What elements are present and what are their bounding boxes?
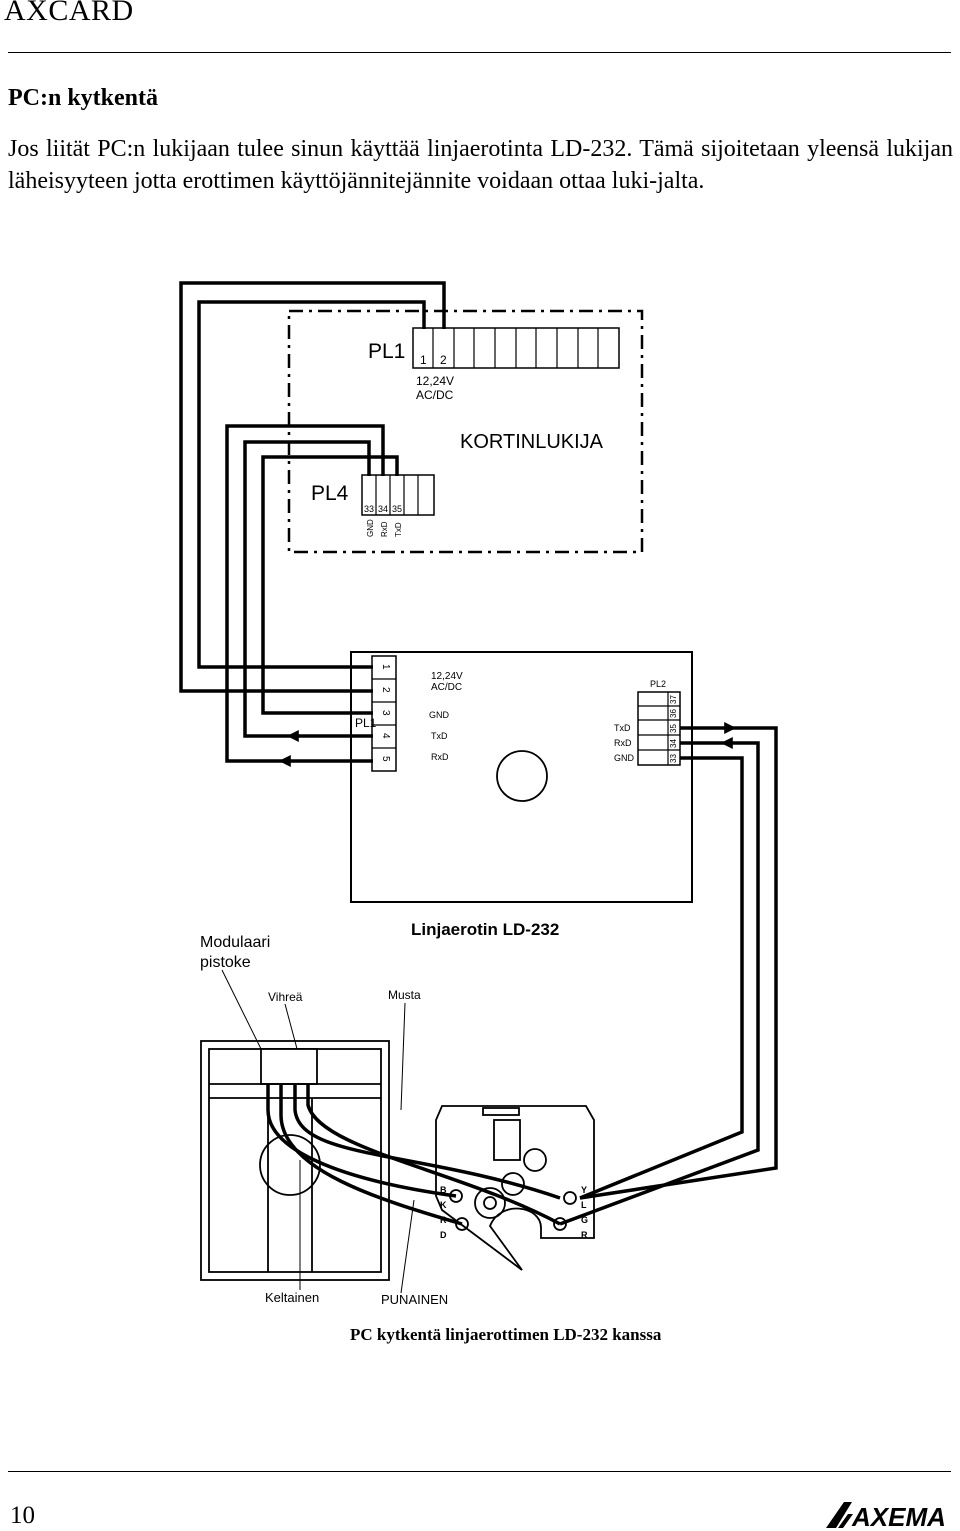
section-paragraph: Jos liität PC:n lukijaan tulee sinun käy… — [8, 136, 953, 194]
reader-voltage-line1: 12,24V — [416, 374, 454, 388]
reader-pl1-label: PL1 — [368, 340, 405, 363]
reader-pl4-rxd: RxD — [380, 521, 389, 537]
separator-pl2-block — [637, 691, 681, 766]
page-number: 10 — [10, 1502, 35, 1529]
socket-letter-l: L — [581, 1200, 587, 1210]
wire-label-keltainen: Keltainen — [265, 1290, 319, 1305]
header-rule — [8, 52, 951, 53]
logo-text: AXEMA — [851, 1502, 946, 1530]
reader-voltage-line2: AC/DC — [416, 388, 454, 402]
figure-caption: PC kytkentä linjaerottimen LD-232 kanssa — [350, 1325, 662, 1344]
separator-voltage-line2: AC/DC — [431, 682, 462, 693]
wire-label-punainen: PUNAINEN — [381, 1292, 448, 1307]
reader-pl4-label: PL4 — [311, 482, 349, 505]
separator-pl2-label: PL2 — [650, 679, 666, 689]
document-header: AXCARD — [4, 0, 134, 27]
socket-letter-r2: R — [581, 1230, 588, 1240]
socket-letter-g: G — [581, 1215, 588, 1225]
reader-pl1-pin1: 1 — [420, 353, 427, 367]
reader-pl1-pin2: 2 — [440, 353, 447, 367]
separator-title: Linjaerotin LD-232 — [411, 920, 559, 939]
pointer-punainen — [400, 1199, 415, 1294]
separator-pin-3: 3 — [380, 710, 391, 716]
wire-label-musta: Musta — [388, 988, 421, 1002]
pointer-plug — [221, 969, 265, 1056]
socket-letter-b: B — [440, 1185, 447, 1195]
separator-pl2-pin33: 33 — [669, 754, 678, 763]
axema-logo: AXEMA — [826, 1502, 946, 1530]
reader-pl4-pin35: 35 — [392, 504, 402, 514]
separator-pl2-txd: TxD — [614, 723, 631, 733]
section-heading: PC:n kytkentä — [8, 85, 159, 111]
modular-plug — [200, 1040, 390, 1281]
separator-pin-2: 2 — [380, 687, 391, 693]
separator-pl2-pin35: 35 — [669, 724, 678, 733]
socket-letter-y: Y — [581, 1185, 587, 1195]
separator-voltage-line1: 12,24V — [431, 671, 463, 682]
separator-pin-5: 5 — [380, 756, 391, 762]
separator-pl2-pin34: 34 — [669, 739, 678, 748]
separator-pl1-block — [371, 655, 397, 772]
socket-wires — [266, 1084, 561, 1226]
reader-pl1-block — [412, 327, 620, 369]
separator-pl2-pin36: 36 — [669, 709, 678, 718]
separator-sig-rxd: RxD — [431, 752, 449, 762]
reader-pl4-pin34: 34 — [378, 504, 388, 514]
plug-label-line2: pistoke — [200, 954, 251, 971]
separator-pl2-rxd: RxD — [614, 738, 632, 748]
socket-letter-d: D — [440, 1230, 447, 1240]
separator-pl2-pin37: 37 — [669, 695, 678, 704]
plug-label-line1: Modulaari — [200, 934, 270, 951]
separator-sig-gnd: GND — [429, 710, 450, 720]
separator-sig-txd: TxD — [431, 731, 448, 741]
reader-box — [287, 309, 644, 554]
separator-pl2-gnd: GND — [614, 753, 635, 763]
footer-rule — [8, 1471, 951, 1472]
wall-socket — [435, 1105, 595, 1271]
reader-title: KORTINLUKIJA — [460, 431, 604, 453]
reader-pl4-txd: TxD — [394, 522, 403, 537]
separator-hole — [496, 750, 548, 802]
reader-pl4-pin33: 33 — [364, 504, 374, 514]
wire-label-vihrea: Vihreä — [268, 990, 303, 1004]
reader-pl4-gnd: GND — [366, 519, 375, 537]
pointer-musta — [400, 1002, 406, 1111]
separator-pl1-label: PL1 — [355, 716, 377, 730]
separator-pin-4: 4 — [380, 733, 391, 739]
socket-letter-k: K — [440, 1200, 447, 1210]
separator-pin-1: 1 — [380, 664, 391, 670]
